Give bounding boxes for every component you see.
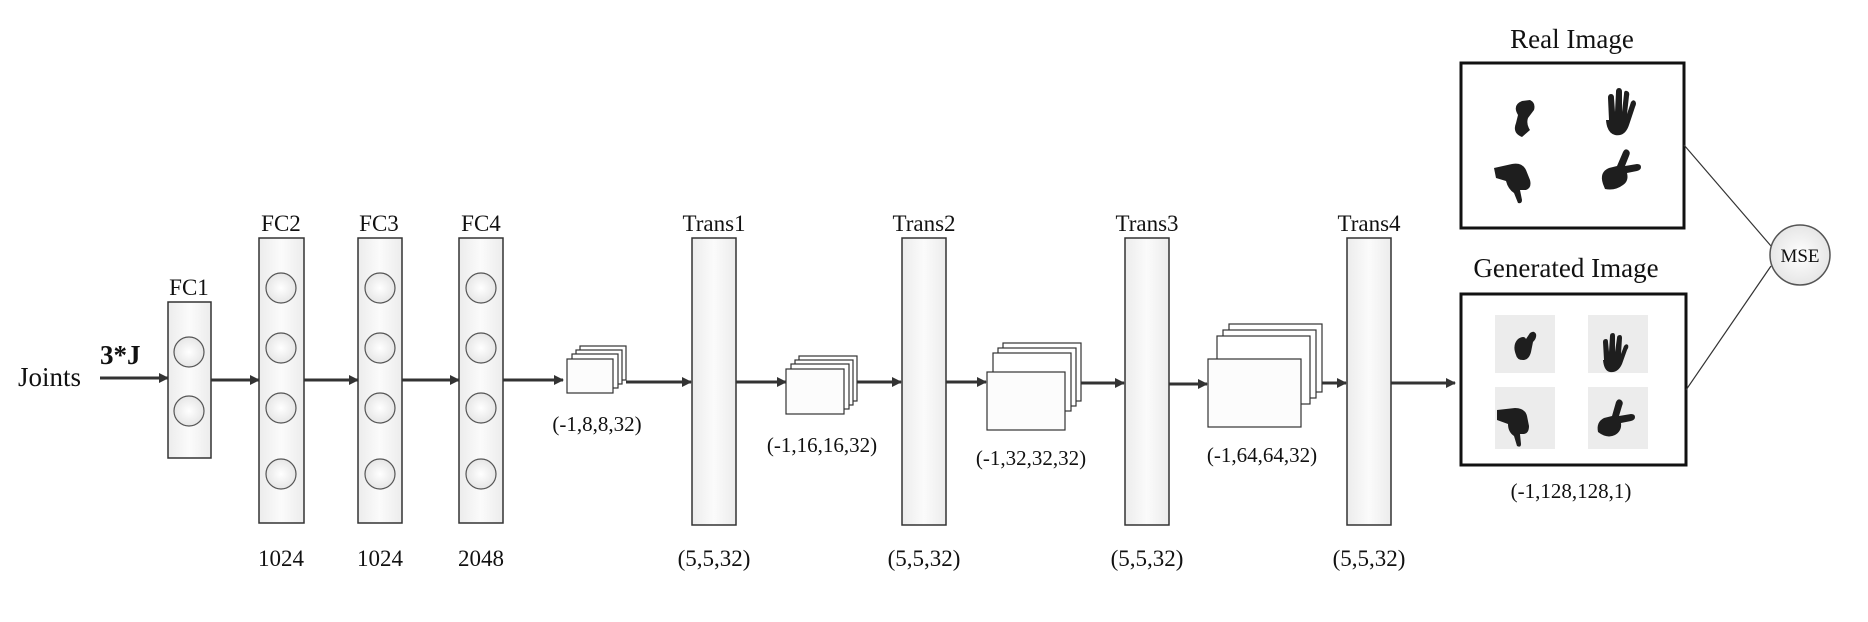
mse-loss-node: MSE [1769,224,1831,286]
feature-map-stack-4: (-1,64,64,32) [1207,323,1323,467]
connector-line [1685,265,1772,391]
neuron-node [265,332,297,364]
neuron-node [364,392,396,424]
mse-label: MSE [1780,246,1819,267]
hand-thumb-icon [1514,331,1537,360]
feature-map-shape: (-1,8,8,32) [552,412,641,436]
fc-layer-name: FC4 [461,211,501,236]
fc-layer-1: FC1 [167,275,212,459]
fc-layer-size: 2048 [458,546,504,571]
feature-map-shape: (-1,16,16,32) [767,433,877,457]
trans-layer-kernel: (5,5,32) [678,546,751,571]
trans-layer-4: Trans4 (5,5,32) [1333,211,1406,571]
neuron-node [265,392,297,424]
trans-layer-kernel: (5,5,32) [888,546,961,571]
fc-layer-size: 1024 [357,546,404,571]
hand-l-icon [1601,149,1641,190]
feature-map-stack-1: (-1,8,8,32) [552,345,642,436]
neuron-node [364,272,396,304]
connector-line [1683,144,1772,247]
fc-layer-size: 1024 [258,546,305,571]
neuron-node [465,392,497,424]
generated-image-title: Generated Image [1473,253,1658,283]
neuron-node [173,395,205,427]
fc-layer-2: FC2 1024 [258,211,305,571]
neuron-node [465,332,497,364]
feature-map-shape: (-1,32,32,32) [976,446,1086,470]
feature-map-stack-3: (-1,32,32,32) [976,342,1086,470]
trans-layer-kernel: (5,5,32) [1111,546,1184,571]
hand-point-icon [1497,408,1529,447]
generated-image-shape: (-1,128,128,1) [1511,479,1632,503]
hand-open-icon [1603,333,1629,373]
trans-layer-1: Trans1 (5,5,32) [678,211,751,571]
neuron-node [364,332,396,364]
neuron-node [265,272,297,304]
neuron-node [173,336,205,368]
trans-layer-name: Trans2 [892,211,955,236]
fc-layer-4: FC4 2048 [458,211,504,571]
neuron-node [465,458,497,490]
neuron-node [265,458,297,490]
generated-image-panel: Generated Image (-1,128,128,1) [1459,253,1688,503]
input-dimension: 3*J [100,340,141,370]
hand-open-icon [1606,88,1636,136]
input-label: Joints [18,362,81,392]
trans-layer-2: Trans2 (5,5,32) [888,211,961,571]
real-image-panel: Real Image [1459,24,1686,230]
real-image-title: Real Image [1510,24,1634,54]
trans-layer-3: Trans3 (5,5,32) [1111,211,1184,571]
fc-layer-name: FC3 [359,211,399,236]
trans-layer-name: Trans4 [1337,211,1401,236]
feature-map-stack-2: (-1,16,16,32) [767,355,877,457]
hand-l-icon [1597,399,1635,437]
hand-thumb-icon [1514,100,1535,137]
neuron-node [364,458,396,490]
fc-layer-name: FC2 [261,211,301,236]
neuron-node [465,272,497,304]
trans-layer-name: Trans3 [1115,211,1178,236]
fc-layer-3: FC3 1024 [357,211,404,571]
trans-layer-kernel: (5,5,32) [1333,546,1406,571]
fc-layer-name: FC1 [169,275,209,300]
feature-map-shape: (-1,64,64,32) [1207,443,1317,467]
trans-layer-name: Trans1 [682,211,745,236]
hand-point-icon [1494,163,1531,204]
